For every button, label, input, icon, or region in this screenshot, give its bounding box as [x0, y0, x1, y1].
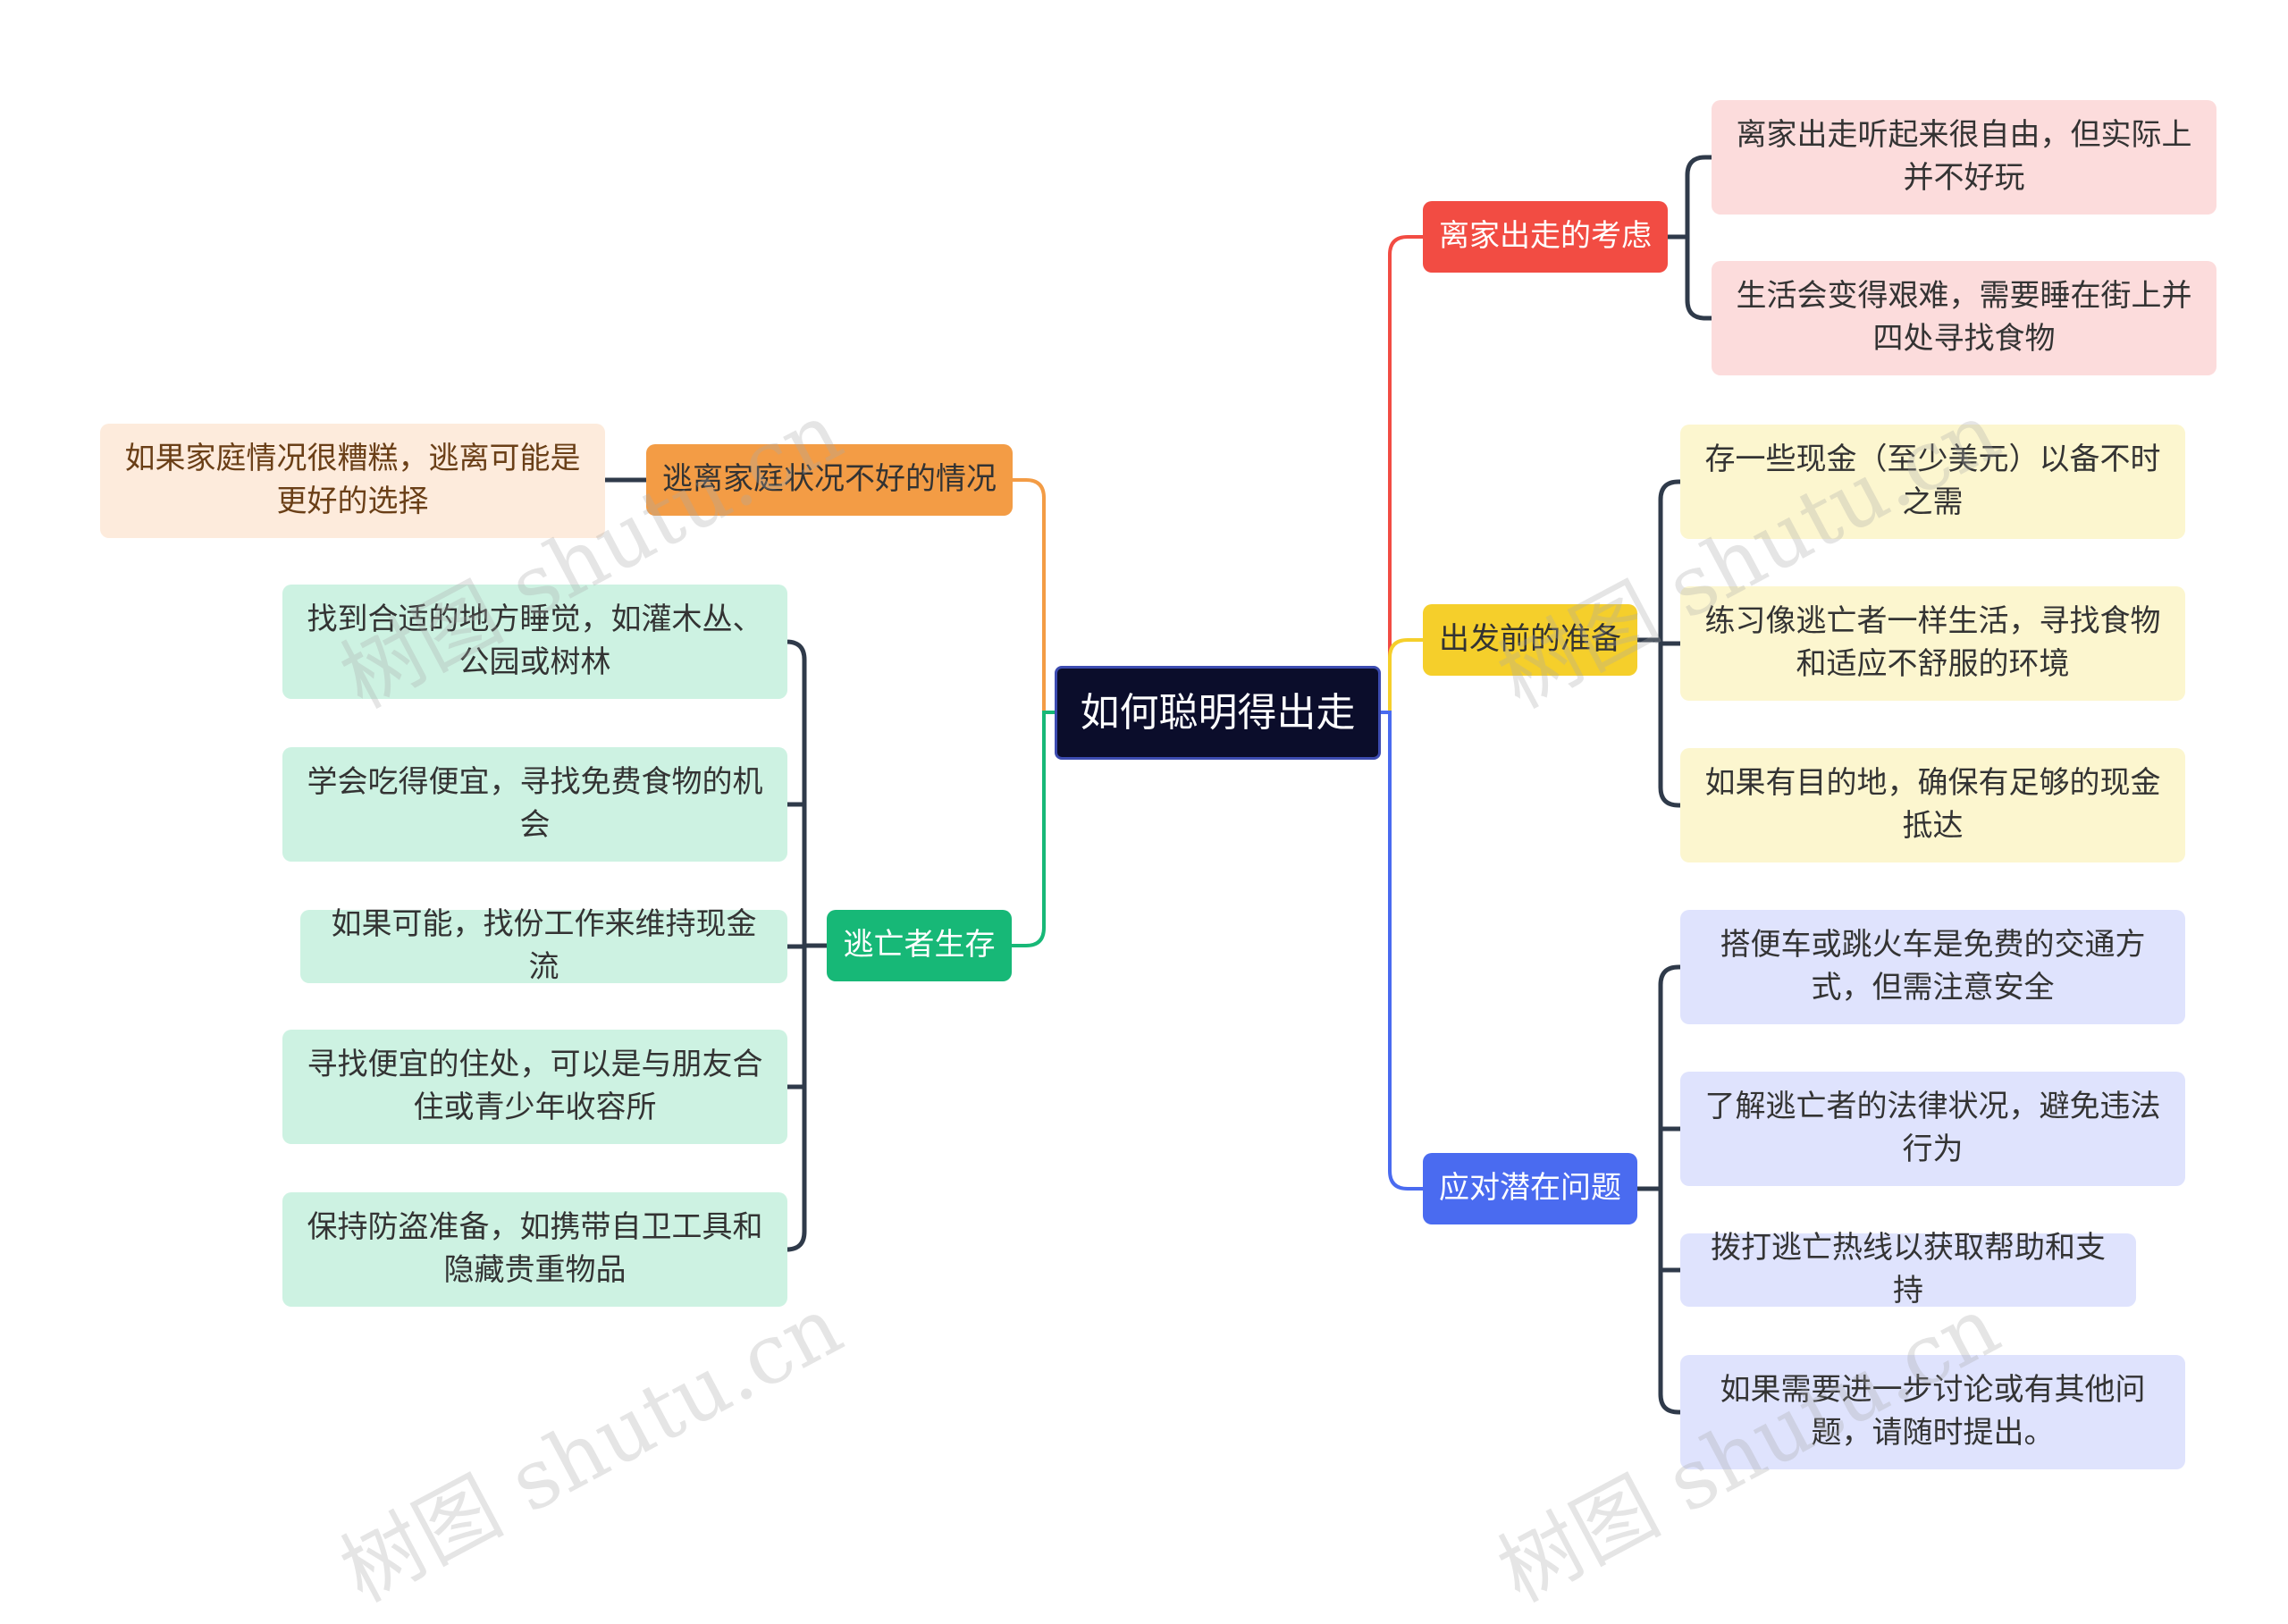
link-root-handle [1381, 711, 1423, 1191]
leaf-survive-3[interactable]: 如果可能，找份工作来维持现金流 [300, 906, 787, 985]
branch-runaway-survival[interactable]: 逃亡者生存 [827, 910, 1012, 981]
link-consider-leaves [1668, 155, 1712, 321]
mind-map: 如何聪明得出走 离家出走的考虑 出发前的准备 应对潜在问题 逃离家庭状况不好的情… [100, 100, 2216, 1620]
leaf-prepare-1[interactable]: 存一些现金（至少美元）以备不时之需 [1680, 425, 2185, 539]
branch-escape-bad-home[interactable]: 逃离家庭状况不好的情况 [646, 444, 1013, 516]
branch-handle-problems[interactable]: 应对潜在问题 [1423, 1153, 1637, 1224]
link-root-escape [1013, 478, 1055, 714]
leaf-handle-3[interactable]: 拨打逃亡热线以获取帮助和支持 [1680, 1230, 2136, 1308]
leaf-escape-1[interactable]: 如果家庭情况很糟糕，逃离可能是更好的选择 [100, 424, 605, 538]
link-root-survive [1012, 711, 1055, 947]
root-topic[interactable]: 如何聪明得出走 [1055, 666, 1381, 760]
leaf-prepare-3[interactable]: 如果有目的地，确保有足够的现金抵达 [1680, 748, 2185, 862]
link-root-consider [1381, 235, 1423, 714]
link-handle-leaves [1637, 964, 1680, 1415]
leaf-consider-2[interactable]: 生活会变得艰难，需要睡在街上并四处寻找食物 [1712, 261, 2216, 375]
link-prepare-leaves [1637, 479, 1680, 808]
leaf-survive-5[interactable]: 保持防盗准备，如携带自卫工具和隐藏贵重物品 [282, 1192, 787, 1307]
leaf-survive-1[interactable]: 找到合适的地方睡觉，如灌木丛、公园或树林 [282, 585, 787, 699]
branch-consider[interactable]: 离家出走的考虑 [1423, 201, 1668, 273]
leaf-handle-4[interactable]: 如果需要进一步讨论或有其他问题，请随时提出。 [1680, 1355, 2185, 1469]
branch-prepare[interactable]: 出发前的准备 [1423, 604, 1637, 676]
leaf-survive-2[interactable]: 学会吃得便宜，寻找免费食物的机会 [282, 747, 787, 862]
link-survive-leaves [786, 639, 827, 1252]
leaf-survive-4[interactable]: 寻找便宜的住处，可以是与朋友合住或青少年收容所 [282, 1030, 787, 1144]
leaf-prepare-2[interactable]: 练习像逃亡者一样生活，寻找食物和适应不舒服的环境 [1680, 586, 2185, 701]
leaf-handle-1[interactable]: 搭便车或跳火车是免费的交通方式，但需注意安全 [1680, 910, 2185, 1024]
link-root-prepare [1381, 638, 1423, 714]
connector-lines [605, 155, 1712, 1415]
leaf-consider-1[interactable]: 离家出走听起来很自由，但实际上并不好玩 [1712, 100, 2216, 215]
leaf-handle-2[interactable]: 了解逃亡者的法律状况，避免违法行为 [1680, 1072, 2185, 1186]
